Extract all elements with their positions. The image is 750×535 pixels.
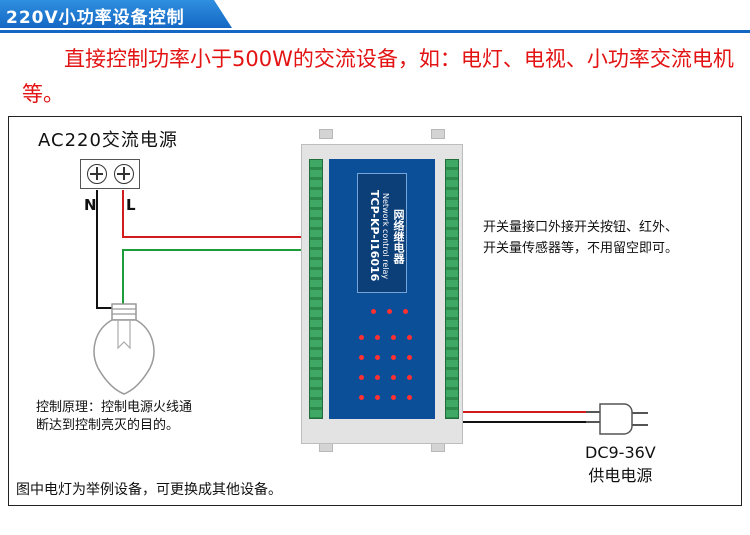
screw-n-icon bbox=[87, 164, 107, 184]
input-interface-note: 开关量接口外接开关按钮、红外、 开关量传感器等，不用留空即可。 bbox=[483, 217, 678, 259]
relay-led bbox=[375, 375, 380, 380]
mount-tab bbox=[431, 129, 445, 139]
control-principle-note: 控制原理：控制电源火线通 断达到控制亮灭的目的。 bbox=[36, 399, 192, 435]
neutral-wire bbox=[96, 190, 98, 308]
relay-led bbox=[391, 375, 396, 380]
neutral-wire-to-bulb bbox=[96, 307, 126, 309]
header-underline bbox=[0, 30, 750, 33]
relay-led bbox=[407, 335, 412, 340]
device-board: 网络继电器 Network control relay TCP-KP-I1601… bbox=[329, 159, 435, 419]
relay-led bbox=[359, 395, 364, 400]
relay-led bbox=[407, 375, 412, 380]
diagram-footnote: 图中电灯为举例设备，可更换成其他设备。 bbox=[16, 482, 282, 498]
dc-voltage: DC9-36V bbox=[585, 443, 656, 462]
switched-wire-from-relay bbox=[122, 249, 302, 251]
mount-tab bbox=[319, 129, 333, 139]
status-led bbox=[387, 309, 392, 314]
intro-text: 直接控制功率小于500W的交流设备，如：电灯、电视、小功率交流电机等。 bbox=[22, 47, 734, 106]
screw-l-icon bbox=[114, 164, 134, 184]
ac-power-label: AC220交流电源 bbox=[38, 130, 178, 151]
relay-led bbox=[359, 355, 364, 360]
input-terminal-strip bbox=[445, 159, 459, 419]
network-relay-device: 网络继电器 Network control relay TCP-KP-I1601… bbox=[297, 129, 467, 454]
power-plug-icon bbox=[586, 403, 648, 435]
input-note-line: 开关量接口外接开关按钮、红外、 bbox=[483, 220, 679, 235]
principle-note-line: 控制原理：控制电源火线通 bbox=[36, 400, 193, 415]
section-title: 220V小功率设备控制 bbox=[6, 8, 185, 28]
principle-note-line: 断达到控制亮灭的目的。 bbox=[36, 418, 180, 433]
device-label-panel: 网络继电器 Network control relay TCP-KP-I1601… bbox=[357, 173, 407, 293]
status-led bbox=[371, 309, 376, 314]
relay-led bbox=[391, 395, 396, 400]
relay-led bbox=[375, 335, 380, 340]
status-led bbox=[403, 309, 408, 314]
section-header: 220V小功率设备控制 bbox=[0, 0, 750, 38]
ac-terminal-block bbox=[80, 159, 140, 189]
relay-led bbox=[359, 335, 364, 340]
relay-led bbox=[391, 355, 396, 360]
relay-led bbox=[375, 395, 380, 400]
relay-terminal-strip bbox=[309, 159, 323, 419]
input-note-line: 开关量传感器等，不用留空即可。 bbox=[483, 241, 679, 256]
relay-led bbox=[359, 375, 364, 380]
dc-positive-wire bbox=[462, 411, 607, 413]
relay-led bbox=[407, 355, 412, 360]
relay-led bbox=[375, 355, 380, 360]
device-subtitle: Network control relay bbox=[381, 192, 390, 280]
neutral-label: N bbox=[84, 196, 97, 214]
live-wire-down bbox=[122, 190, 124, 237]
light-bulb-icon bbox=[93, 303, 155, 395]
section-title-tab: 220V小功率设备控制 bbox=[0, 0, 232, 28]
relay-led bbox=[391, 335, 396, 340]
dc-supply-text: 供电电源 bbox=[588, 466, 653, 485]
dc-negative-wire bbox=[462, 421, 607, 423]
device-model: TCP-KP-I16016 bbox=[368, 190, 381, 282]
dc-power-label: DC9-36V 供电电源 bbox=[585, 441, 656, 487]
switched-wire-to-bulb bbox=[122, 249, 124, 309]
live-wire-to-relay bbox=[122, 236, 302, 238]
live-label: L bbox=[126, 196, 136, 214]
device-title: 网络继电器 bbox=[392, 208, 405, 264]
relay-led bbox=[407, 395, 412, 400]
